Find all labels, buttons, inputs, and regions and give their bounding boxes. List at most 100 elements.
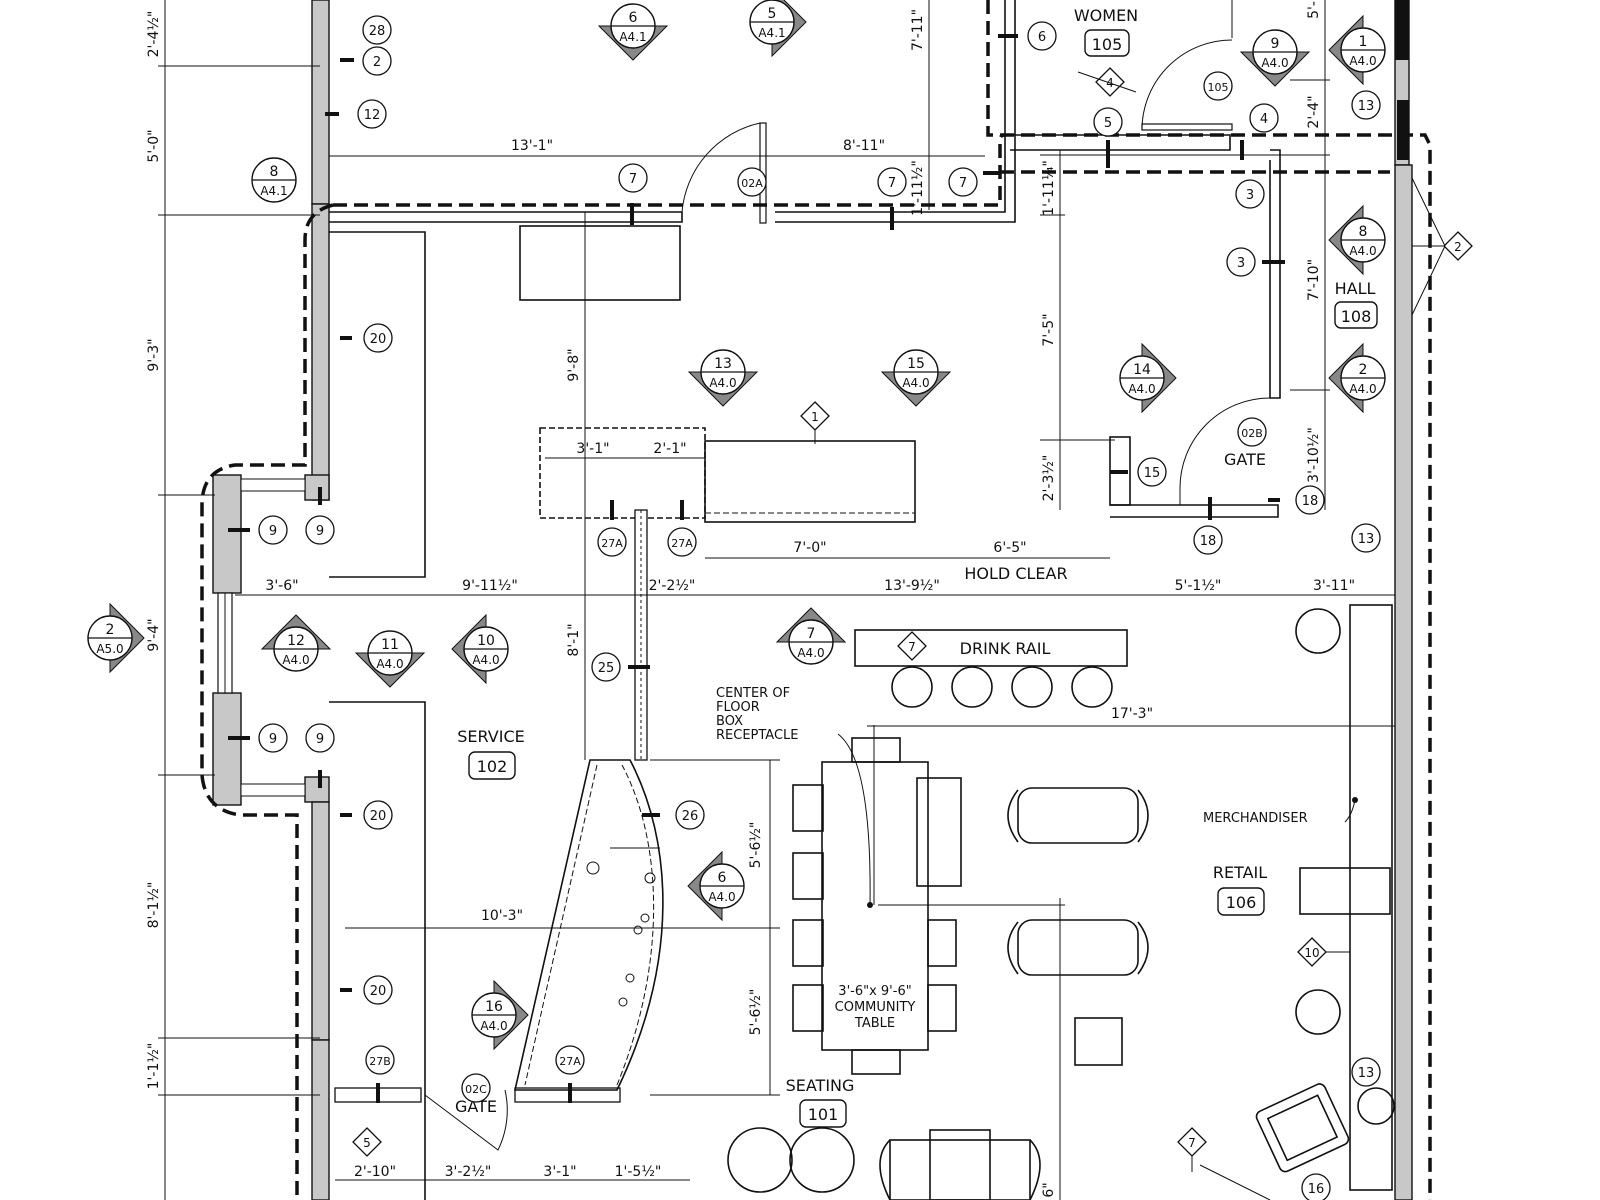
section-marker-sheet: A4.1 [619,30,646,44]
circle-tag: 2 [362,46,392,76]
dimension-text: 8'-11" [843,138,885,154]
diamond-tag: 7 [897,631,927,661]
circle-tag-label: 9 [316,732,324,747]
diamond-tag: 1 [800,401,830,431]
floor-box-label: CENTER OF [716,686,790,701]
interior-walls [329,0,1281,1200]
dimension-text: 10'-3" [481,908,523,924]
circle-tag-label: 9 [316,524,324,539]
circle-tag-label: 18 [1200,534,1217,549]
circle-tag: 02A [737,167,767,197]
diamond-tag-label: 7 [1188,1136,1196,1150]
circle-tag: 3 [1235,179,1265,209]
section-marker: 9A4.0 [1239,29,1311,87]
section-marker-sheet: A4.0 [797,646,824,660]
dimension-text: 1'-11½" [910,160,926,216]
dimension-text: 3'-1" [576,441,609,457]
circle-tag: 20 [363,323,393,353]
circle-tag: 7 [877,167,907,197]
dimension-text: 3'-2½" [445,1164,492,1180]
diamond-tag-label: 7 [908,640,916,654]
dimension-text: 17'-3" [1111,706,1153,722]
section-marker-sheet: A4.0 [472,653,499,667]
room-number-women: 105 [1092,35,1123,54]
section-marker-sheet: A4.1 [260,184,287,198]
community-table-label: TABLE [854,1016,895,1031]
circle-tag: 28 [362,15,392,45]
gate-label: GATE [1224,450,1266,469]
community-table-label: 3'-6"x 9'-6" [838,984,911,999]
section-marker-number: 16 [485,999,503,1015]
drink-rail-label: DRINK RAIL [960,639,1051,658]
dimension-text: 1'-11¼" [1041,160,1057,216]
section-marker-sheet: A4.0 [1261,56,1288,70]
dimension-text: 13'-1" [511,138,553,154]
dimension-text: 3'-1" [543,1164,576,1180]
circle-tag: 12 [357,99,387,129]
circle-tag: 25 [591,652,621,682]
dimension-text: 9'-3" [146,338,162,371]
section-marker: 6A4.0 [687,850,745,922]
circle-tag: 9 [258,723,288,753]
circle-tag-label: 12 [364,108,381,123]
section-marker-number: 2 [1359,362,1368,378]
section-markers: 6A4.15A4.18A4.19A4.01A4.08A4.02A4.013A4.… [87,0,1386,1051]
circle-tag-label: 27B [369,1055,391,1068]
circle-tag: 18 [1193,525,1223,555]
circle-tag: 105 [1203,71,1233,101]
section-marker: 8A4.0 [1328,204,1386,276]
section-marker-number: 6 [718,870,727,886]
circle-tag-label: 20 [370,332,387,347]
section-marker: 2A5.0 [87,602,145,674]
dimension-text: 6" [1041,1182,1057,1197]
wall-ticks [228,34,1285,1103]
circle-tag-label: 25 [598,661,615,676]
room-number-retail: 106 [1226,893,1257,912]
section-marker: 7A4.0 [775,607,847,665]
circle-tag-label: 26 [682,809,699,824]
room-name-service: SERVICE [457,727,524,746]
circle-tag-label: 27A [559,1055,581,1068]
circle-tag: 20 [363,975,393,1005]
room-number-seating: 101 [808,1105,839,1124]
dimension-text: 2'-3½" [1041,455,1057,502]
circle-tag: 27A [555,1045,585,1075]
dimension-text: 2'-1" [653,441,686,457]
floor-box-label: RECEPTACLE [716,728,799,743]
section-marker-sheet: A4.0 [1349,382,1376,396]
section-marker-number: 1 [1359,34,1368,50]
dimension-text: 9'-4" [146,618,162,651]
dimension-text: 2'-4" [1306,95,1322,128]
floor-box-label: FLOOR [716,700,760,715]
dimension-text: 3'-11" [1313,578,1355,594]
diamond-tag: 4 [1095,67,1125,97]
diamond-tag: 7 [1177,1127,1207,1157]
dimension-text: 9'-8" [566,348,582,381]
section-marker-number: 9 [1271,36,1280,52]
diamond-tag: 5 [352,1127,382,1157]
dimension-text: 1'-1½" [146,1043,162,1090]
circle-tag-label: 02C [465,1083,487,1096]
section-marker-sheet: A4.1 [758,26,785,40]
room-number-service: 102 [477,757,508,776]
room-name-retail: RETAIL [1213,863,1267,882]
circle-tag: 20 [363,800,393,830]
circle-tag: 3 [1226,247,1256,277]
dimension-text: 6'-5" [993,540,1026,556]
section-marker-number: 2 [106,622,115,638]
section-marker-sheet: A4.0 [1128,382,1155,396]
doors [424,0,1271,1151]
dimension-text: 13'-9½" [884,578,940,594]
section-marker-sheet: A4.0 [1349,54,1376,68]
room-name-seating: SEATING [786,1076,855,1095]
section-marker: 1A4.0 [1328,14,1386,86]
section-marker-number: 10 [477,633,495,649]
dimension-text: 2'-2½" [649,578,696,594]
circle-tag: 16 [1301,1173,1331,1200]
circle-tag-label: 9 [269,732,277,747]
